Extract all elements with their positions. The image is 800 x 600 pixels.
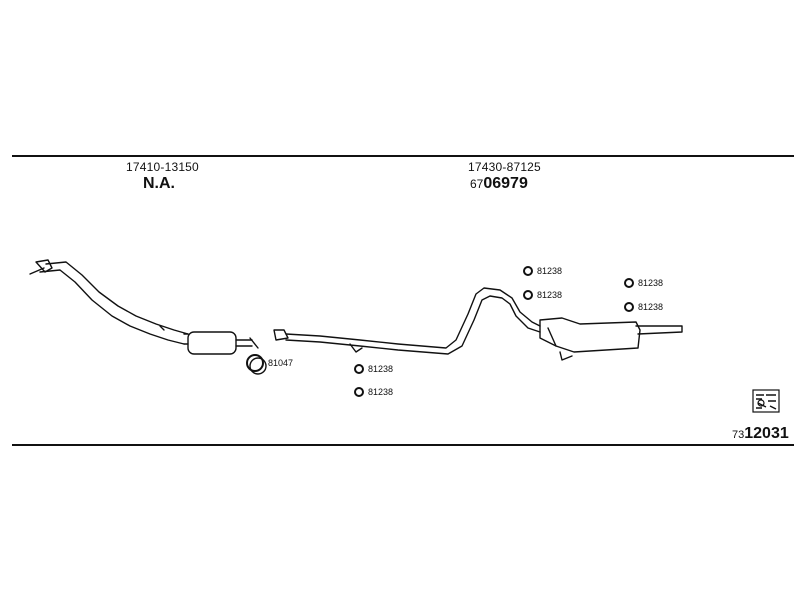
mid-flange	[273, 329, 289, 341]
part-number-main: 06979	[483, 175, 528, 192]
rubber-ring-icon	[624, 302, 634, 312]
bottom-rule	[12, 444, 794, 446]
part-number-prefix: 67	[470, 177, 484, 191]
rubber-ring-icon	[523, 266, 533, 276]
ring-mid-1: 81238	[354, 364, 393, 374]
ring-rear-left-2: 81238	[523, 290, 562, 300]
clamp-81047: 81047	[246, 354, 293, 372]
catalog-logo-icon	[752, 389, 780, 413]
ring-rear-right-2: 81238	[624, 302, 663, 312]
oem-number-front: 17410-13150	[126, 160, 199, 174]
rubber-ring-icon	[354, 364, 364, 374]
catalog-code: 7312031	[732, 425, 789, 443]
ring-rear-right-1: 81238	[624, 278, 663, 288]
rubber-ring-icon	[354, 387, 364, 397]
ring-rear-left-1: 81238	[523, 266, 562, 276]
rubber-ring-icon	[624, 278, 634, 288]
rubber-ring-icon	[246, 354, 264, 372]
rubber-ring-icon	[523, 290, 533, 300]
oem-number-rear: 17430-87125	[468, 160, 541, 174]
catalog-code-prefix: 73	[732, 429, 745, 441]
catalyst	[187, 331, 237, 355]
part-number-rear: 6706979	[470, 175, 528, 193]
ring-rear-left-1-label: 81238	[537, 266, 563, 276]
ring-mid-2: 81238	[354, 387, 393, 397]
clamp-81047-label: 81047	[268, 358, 294, 368]
ring-rear-right-1-label: 81238	[638, 278, 664, 288]
catalog-code-main: 12031	[744, 425, 789, 442]
ring-rear-right-2-label: 81238	[638, 302, 664, 312]
ring-rear-left-2-label: 81238	[537, 290, 563, 300]
part-label-front: N.A.	[143, 175, 175, 192]
top-rule	[12, 155, 794, 157]
ring-mid-2-label: 81238	[368, 387, 394, 397]
rear-muffler	[539, 317, 641, 353]
ring-mid-1-label: 81238	[368, 364, 394, 374]
